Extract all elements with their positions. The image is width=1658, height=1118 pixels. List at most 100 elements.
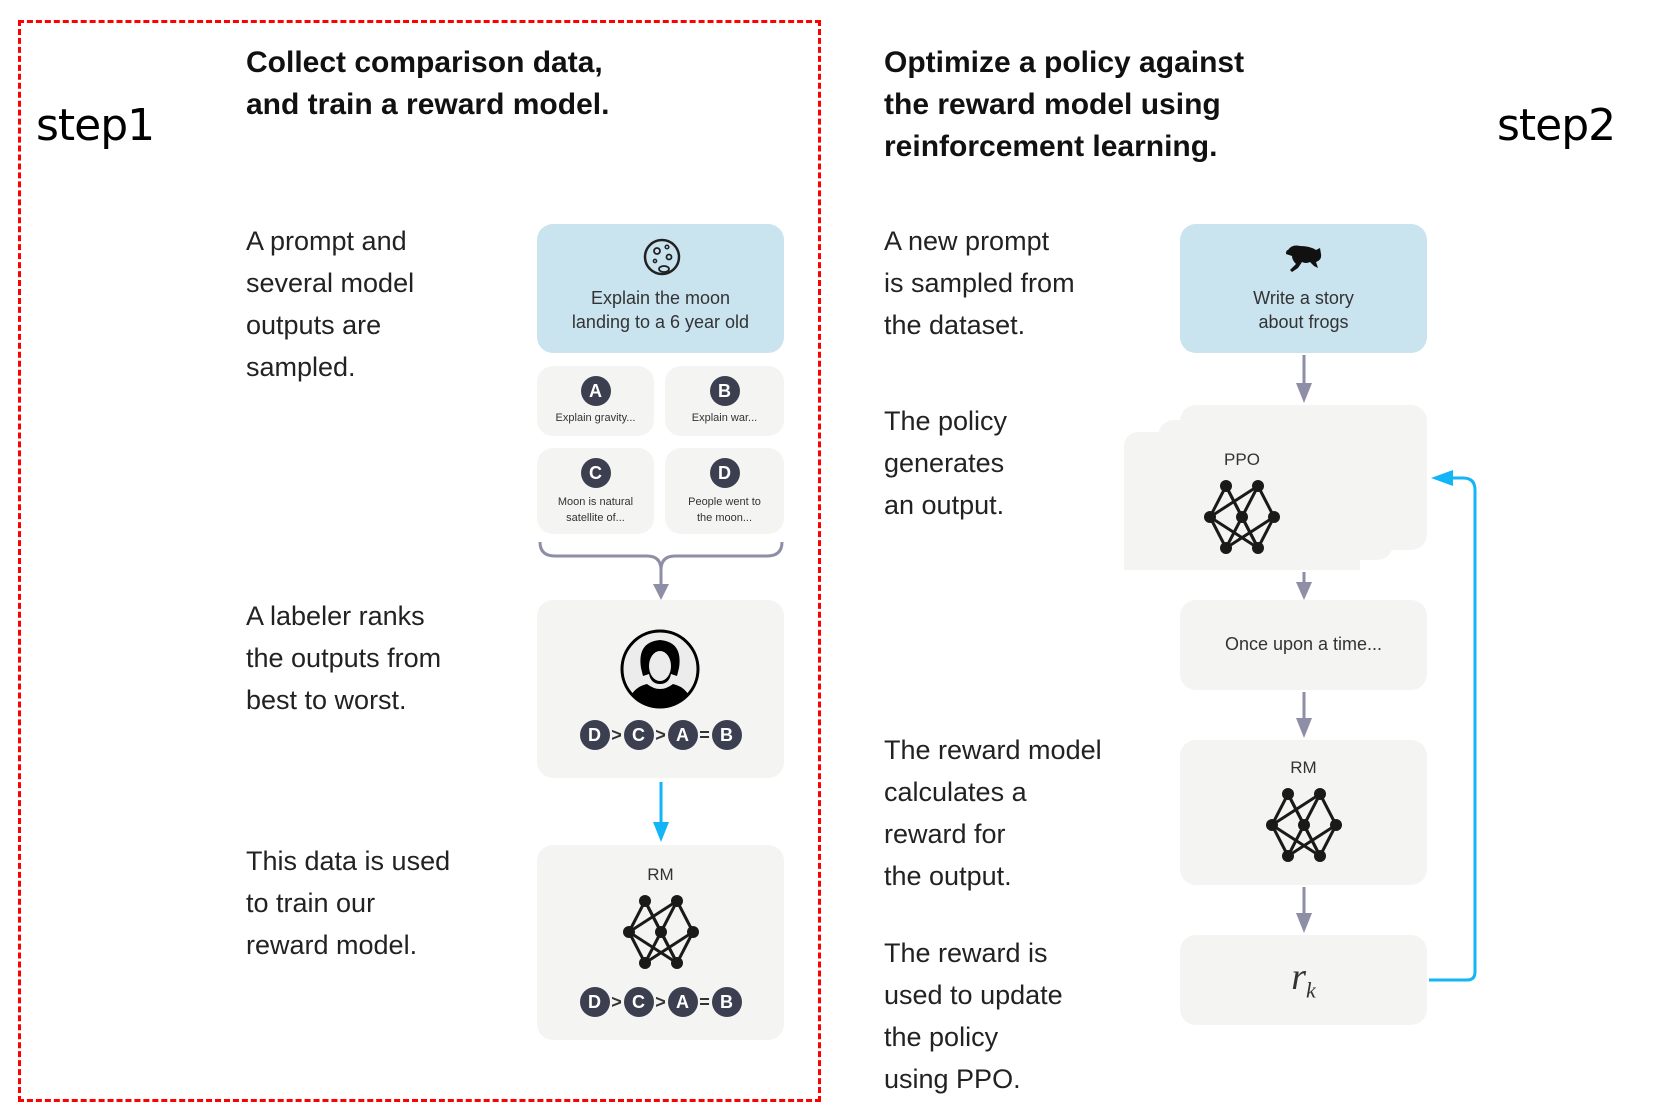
desc-line: used to update (884, 980, 1063, 1010)
output-badge: B (709, 376, 740, 406)
desc-line: A prompt and (246, 226, 407, 256)
network-node (1282, 788, 1294, 800)
output-text-line: Moon is natural (557, 496, 634, 508)
network-edge (628, 899, 678, 934)
feedback-loop-arrow (1429, 470, 1477, 982)
rm-label: RM (1290, 758, 1317, 777)
step1-desc-ranking: A labeler ranks the outputs from best to… (246, 595, 441, 721)
step2-title-line: Optimize a policy against (884, 46, 1245, 79)
rank-op: = (699, 725, 710, 745)
step1-prompt-card: Explain the moon landing to a 6 year old (537, 224, 784, 353)
desc-line: an output. (884, 490, 1005, 520)
rank-op: = (699, 992, 710, 1012)
network-node (1268, 511, 1280, 523)
network-edge (1209, 484, 1259, 519)
rank-badge: A (667, 720, 698, 750)
train-arrow (653, 782, 669, 842)
prompt-text: Explain the moon landing to a 6 year old (537, 286, 784, 334)
network-node (623, 926, 635, 938)
moon-icon (643, 238, 681, 276)
network-node (671, 957, 683, 969)
prompt-text-line: landing to a 6 year old (571, 312, 750, 332)
reward-subscript: k (1306, 977, 1316, 1003)
step1-title: Collect comparison data, and train a rew… (246, 42, 609, 126)
desc-line: several model (246, 268, 415, 298)
ppo-label: PPO (1224, 450, 1260, 469)
desc-line: A new prompt (884, 226, 1050, 256)
output-text: Once upon a time... (1224, 634, 1383, 654)
prompt-text: Write a story about frogs (1180, 286, 1427, 334)
network-edge (644, 930, 694, 965)
step2-title: Optimize a policy against the reward mod… (884, 42, 1244, 168)
step2-title-line: reinforcement learning. (884, 130, 1218, 163)
rank-badge: B (711, 987, 742, 1017)
desc-line: A labeler ranks (246, 601, 425, 631)
step2-desc-reward-model: The reward model calculates a reward for… (884, 729, 1102, 897)
prompt-text-line: Write a story (1253, 288, 1354, 308)
output-text-line: People went to (688, 496, 761, 508)
step2-prompt-card: Write a story about frogs (1180, 224, 1427, 353)
rank-badge: C (623, 987, 654, 1017)
labeler-ranking: D>C>A=B (537, 720, 784, 750)
step2-desc-update: The reward is used to update the policy … (884, 932, 1063, 1100)
output-badge: A (580, 376, 611, 406)
step2-rm-card: RM (1180, 740, 1427, 885)
prompt-text-line: Explain the moon (590, 288, 731, 308)
rank-badge: D (579, 720, 610, 750)
desc-line: reward for (884, 819, 1006, 849)
network-node (1252, 542, 1264, 554)
flow-arrow (1296, 572, 1312, 600)
step2-title-line: the reward model using (884, 88, 1221, 121)
desc-line: the policy (884, 1022, 999, 1052)
output-text: People went to the moon... (665, 494, 784, 526)
labeler-card: D>C>A=B (537, 600, 784, 778)
desc-line: The policy (884, 406, 1008, 436)
output-card-d: D People went to the moon... (665, 448, 784, 534)
brace-connector (538, 541, 784, 600)
desc-line: the dataset. (884, 310, 1026, 340)
rank-op: > (655, 725, 666, 745)
network-node (1236, 511, 1248, 523)
desc-line: generates (884, 448, 1005, 478)
desc-line: to train our (246, 888, 376, 918)
frog-icon (1286, 245, 1322, 272)
network-edge (1271, 792, 1321, 827)
prompt-text-line: about frogs (1258, 312, 1349, 332)
flow-arrow (1296, 887, 1312, 933)
network-node (639, 895, 651, 907)
network-node (687, 926, 699, 938)
step2-desc-prompt: A new prompt is sampled from the dataset… (884, 220, 1075, 346)
reward-symbol: rk (1180, 955, 1427, 1004)
network-node (1314, 788, 1326, 800)
neural-network-icon (1204, 480, 1280, 554)
neural-network-icon (1266, 788, 1342, 862)
rank-badge: A (667, 987, 698, 1017)
step1-desc-training: This data is used to train our reward mo… (246, 840, 450, 966)
desc-line: The reward is (884, 938, 1048, 968)
flow-arrow (1296, 692, 1312, 738)
rm-ranking: D>C>A=B (537, 987, 784, 1017)
desc-line: sampled. (246, 352, 356, 382)
network-node (1252, 480, 1264, 492)
step1-desc-sampling: A prompt and several model outputs are s… (246, 220, 414, 388)
step1-label: step1 (36, 100, 155, 151)
output-text-line: satellite of... (566, 512, 625, 524)
network-node (655, 926, 667, 938)
rank-op: > (611, 992, 622, 1012)
desc-line: reward model. (246, 930, 418, 960)
desc-line: The reward model (884, 735, 1102, 765)
policy-card: PPO (1124, 432, 1360, 570)
output-badge: D (709, 458, 740, 488)
reward-card: rk (1180, 935, 1427, 1025)
rank-badge: B (711, 720, 742, 750)
network-node (1220, 542, 1232, 554)
rm-label: RM (647, 865, 674, 884)
labeler-avatar-icon (620, 629, 700, 709)
network-node (1330, 819, 1342, 831)
network-edge (1225, 515, 1275, 550)
output-text-line: the moon... (696, 512, 753, 524)
network-node (1298, 819, 1310, 831)
reward-r: r (1291, 956, 1307, 998)
desc-line: This data is used (246, 846, 451, 876)
desc-line: outputs are (246, 310, 382, 340)
